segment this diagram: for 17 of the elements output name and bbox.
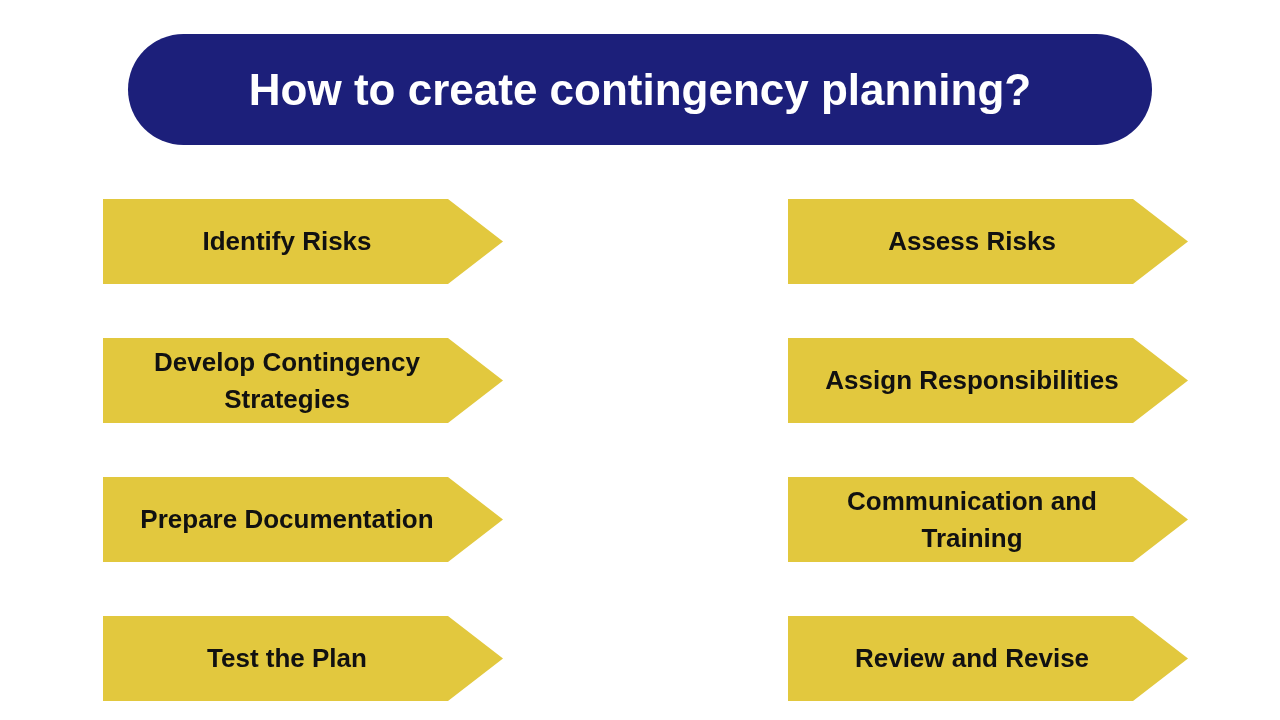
step-label: Assign Responsibilities [825, 364, 1119, 397]
arrow-step-shape [788, 616, 1188, 701]
arrow-step-shape [103, 477, 503, 562]
arrow-step-shape [103, 338, 503, 423]
arrow-step-shape [103, 199, 503, 284]
step-label: Develop Contingency Strategies [153, 345, 421, 416]
step-label: Prepare Documentation [140, 503, 434, 536]
arrow-step-shape [788, 338, 1188, 423]
arrow-step-shape [103, 616, 503, 701]
arrow-step-shape [788, 199, 1188, 284]
step-label: Review and Revise [854, 642, 1090, 675]
step-label: Communication and Training [846, 484, 1098, 555]
arrow-step-shape [788, 477, 1188, 562]
step-label: Assess Risks [888, 225, 1056, 258]
title-text: How to create contingency planning? [248, 64, 1032, 115]
step-label: Identify Risks [202, 225, 372, 258]
step-label: Test the Plan [207, 642, 367, 675]
